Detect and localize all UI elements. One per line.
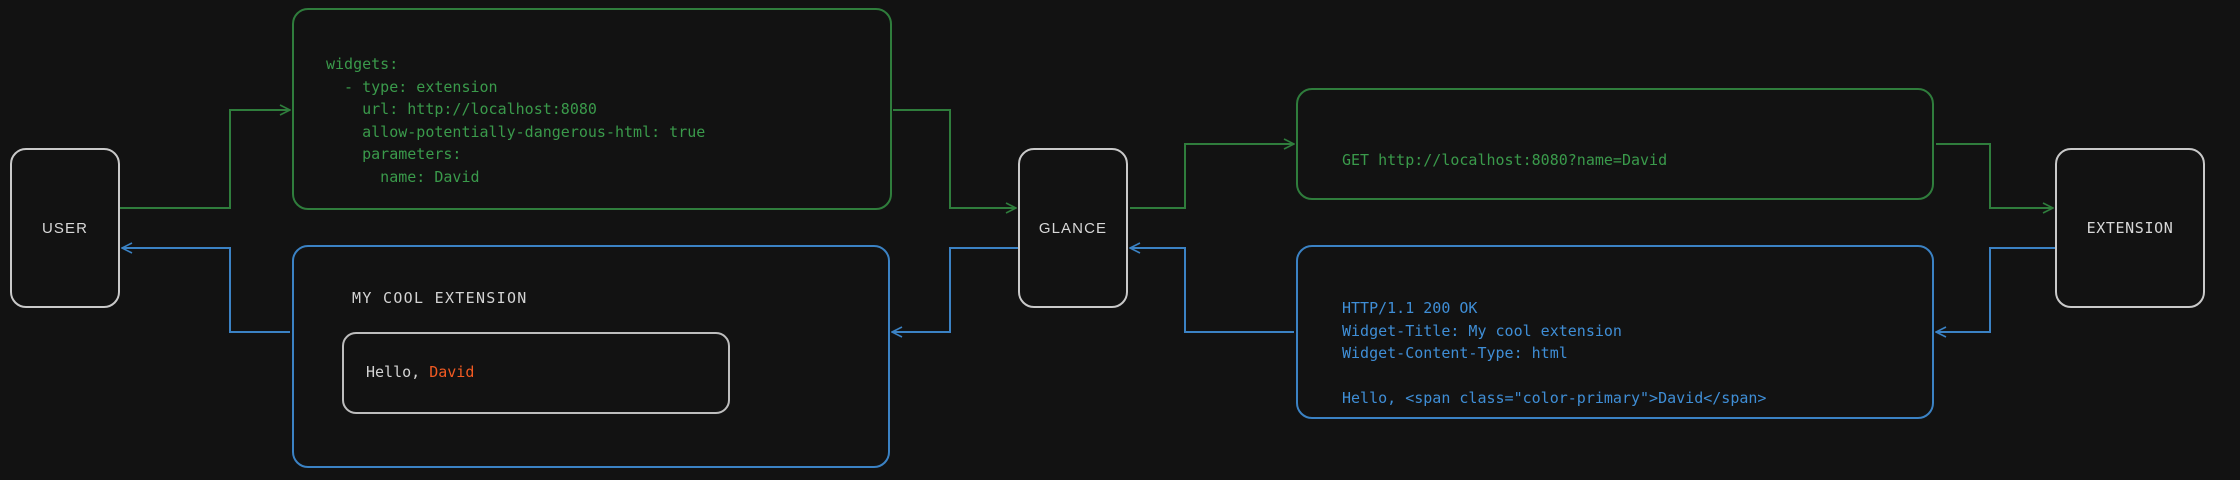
http-request-box: GET http://localhost:8080?name=David <box>1296 88 1934 200</box>
card-text-prefix: Hello, <box>366 363 430 381</box>
http-response-box: HTTP/1.1 200 OK Widget-Title: My cool ex… <box>1296 245 1934 419</box>
wire-yaml-to-glance <box>893 109 1016 208</box>
node-extension[interactable]: EXTENSION <box>2055 148 2205 308</box>
http-response-text: HTTP/1.1 200 OK Widget-Title: My cool ex… <box>1342 299 1767 407</box>
node-glance[interactable]: GLANCE <box>1018 148 1128 308</box>
rendered-widget-title: MY COOL EXTENSION <box>352 289 528 307</box>
card-text-accent: David <box>429 363 475 381</box>
wire-response-to-glance <box>1130 248 1294 333</box>
wire-widget-to-user <box>122 248 290 333</box>
node-user[interactable]: USER <box>10 148 120 308</box>
wire-user-to-yaml <box>120 110 290 209</box>
yaml-config-text: widgets: - type: extension url: http://l… <box>326 55 706 186</box>
http-request-text: GET http://localhost:8080?name=David <box>1342 151 1668 169</box>
wire-extension-to-response <box>1936 247 2055 332</box>
rendered-widget-card-text: Hello, David <box>366 363 474 381</box>
node-glance-label: GLANCE <box>1038 219 1108 237</box>
rendered-widget-card: Hello, David <box>342 332 730 414</box>
wire-get-to-extension <box>1936 143 2053 208</box>
wire-glance-to-widget <box>892 247 1018 332</box>
node-user-label: USER <box>41 219 89 237</box>
wire-glance-to-get <box>1130 144 1294 209</box>
node-extension-label: EXTENSION <box>2086 219 2174 237</box>
yaml-config-box: widgets: - type: extension url: http://l… <box>292 8 892 210</box>
rendered-widget-box: MY COOL EXTENSION Hello, David <box>292 245 890 468</box>
